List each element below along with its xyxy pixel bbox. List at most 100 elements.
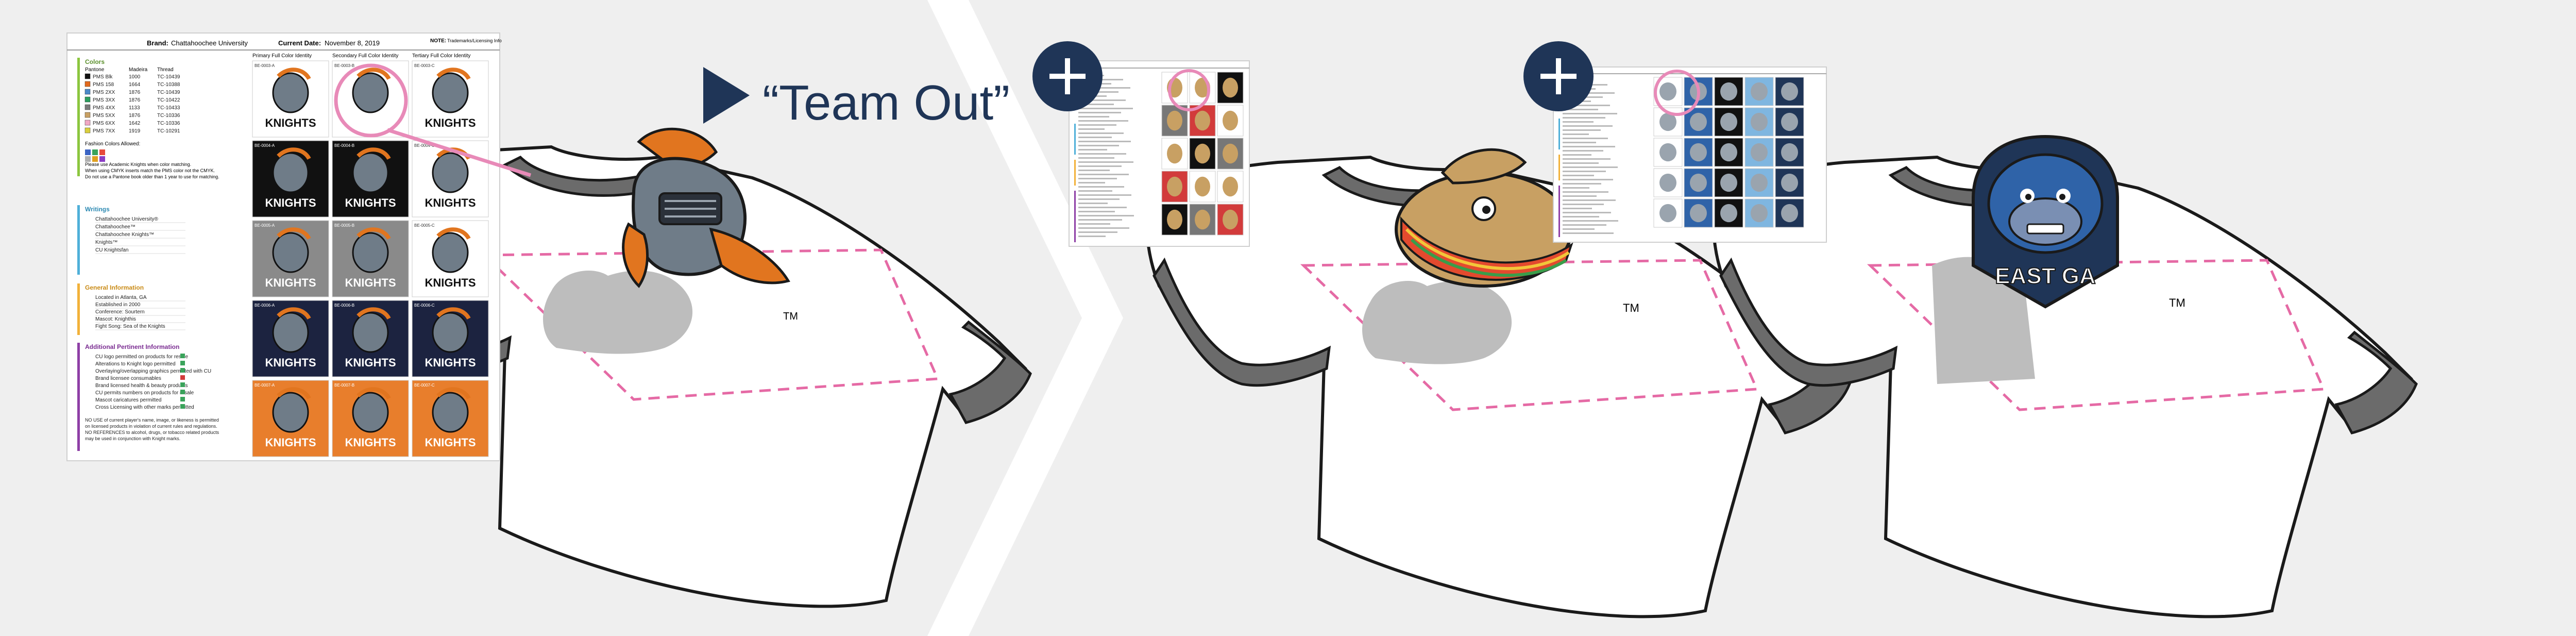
placeholder-line [1563, 154, 1591, 156]
logo-wordmark: KNIGHTS [265, 356, 316, 369]
trademark-1: TM [783, 311, 798, 322]
mini-logo [1720, 173, 1737, 192]
mini-logo [1751, 82, 1768, 101]
mini-logo [1781, 173, 1798, 192]
general-item: Mascot: Knighthis [95, 316, 136, 322]
plume-glyph [357, 147, 391, 160]
color-thread: TC-10439 [157, 74, 180, 80]
sheet3-logo-grid [1653, 77, 1804, 228]
mini-cell [1217, 138, 1244, 170]
placeholder-line [1078, 198, 1120, 200]
mini-logo [1690, 112, 1707, 131]
color-thread: TC-10439 [157, 90, 180, 95]
placeholder-line [1078, 174, 1129, 175]
additional-item: Brand licensed health & beauty products [95, 383, 188, 389]
color-swatch [84, 73, 91, 79]
plume-glyph [277, 147, 311, 160]
additional-title: Additional Pertinent Information [85, 343, 179, 350]
helmet-glyph [352, 392, 389, 433]
helmet-glyph [352, 232, 389, 273]
placeholder-line [1563, 187, 1589, 189]
placeholder-line [1563, 183, 1601, 185]
plume-glyph [436, 307, 471, 320]
mini-logo [1659, 173, 1676, 192]
mini-logo [1167, 110, 1182, 131]
color-swatch [84, 112, 91, 118]
color-thread: TC-10336 [157, 113, 180, 119]
brand-sheet-1: Brand: Chattahoochee University Current … [66, 32, 532, 461]
color-swatch [84, 127, 91, 133]
logo-code: BE-0005-C [414, 223, 435, 228]
placeholder-line [1563, 204, 1604, 205]
logo-wordmark: KNIGHTS [345, 276, 396, 289]
date-label: Current Date: [278, 39, 321, 47]
placeholder-line [1563, 224, 1606, 226]
writing-item: Chattahoochee Knights™ [95, 232, 154, 238]
additional-item: Alterations to Knight logo permitted [95, 361, 176, 367]
color-madeira: 1000 [129, 74, 141, 80]
color-swatch [84, 120, 91, 126]
mini-logo [1195, 209, 1210, 230]
grid-header-1: Primary Full Color Identity [252, 53, 312, 59]
helmet-glyph [432, 72, 469, 113]
placeholder-line [1563, 228, 1595, 230]
placeholder-line [1563, 220, 1618, 222]
plume-glyph [357, 307, 391, 320]
brand-label: Brand: [147, 39, 168, 47]
date-value: November 8, 2019 [325, 39, 380, 47]
placeholder-line [1078, 120, 1128, 122]
mini-logo [1223, 110, 1238, 131]
placeholder-line [1078, 236, 1106, 237]
callout-line-1 [386, 128, 532, 177]
colors-col-1: Pantone [85, 67, 105, 73]
placeholder-line [1078, 194, 1131, 196]
mini-logo [1781, 112, 1798, 131]
gorilla-wordmark: EAST GA [1995, 263, 2096, 289]
color-madeira: 1919 [129, 128, 141, 134]
color-name: PMS 5XX [93, 113, 115, 119]
logo-wordmark: KNIGHTS [345, 196, 396, 209]
fashion-swatch [85, 156, 91, 162]
note-label: NOTE: [430, 38, 446, 44]
helmet-glyph [352, 152, 389, 193]
placeholder-line [1078, 108, 1133, 109]
placeholder-line [1563, 166, 1618, 168]
color-note-1: Please use Academic Knights when color m… [85, 162, 191, 167]
color-swatch [84, 89, 91, 95]
placeholder-shape-3 [1932, 257, 2035, 384]
chevron-divider [927, 0, 1123, 636]
placeholder-line [1078, 153, 1126, 155]
color-name: PMS 7XX [93, 128, 115, 134]
tshirt-2: TM [1147, 148, 1850, 616]
helmet-glyph [272, 72, 309, 113]
placeholder-line [1078, 170, 1110, 171]
placeholder-line [1563, 138, 1608, 139]
color-thread: TC-10336 [157, 121, 180, 126]
plume-glyph [357, 227, 391, 240]
logo-code: BE-0006-C [414, 303, 435, 308]
color-madeira: 1133 [129, 105, 140, 111]
status-square [180, 404, 185, 409]
additional-footer-line: NO REFERENCES to alcohol, drugs, or toba… [85, 430, 219, 435]
color-name: PMS 3XX [93, 97, 115, 103]
placeholder-line [1563, 146, 1615, 147]
plume-glyph [357, 387, 391, 400]
helmet-glyph [272, 152, 309, 193]
placeholder-line [1078, 112, 1121, 113]
status-square [180, 390, 185, 394]
logo-code: BE-0006-A [255, 303, 275, 308]
status-square [180, 397, 185, 401]
writings-title: Writings [85, 206, 110, 213]
mini-logo [1659, 143, 1676, 162]
writing-item: Knights™ [95, 240, 117, 245]
color-swatch [84, 81, 91, 87]
mini-cell [1217, 171, 1244, 203]
additional-footer-line: on licensed products in violation of cur… [85, 424, 217, 429]
placeholder-line [1078, 178, 1117, 179]
mini-logo [1751, 143, 1768, 162]
placeholder-line [1563, 179, 1613, 180]
color-swatch [84, 96, 91, 103]
placeholder-line [1563, 232, 1614, 234]
